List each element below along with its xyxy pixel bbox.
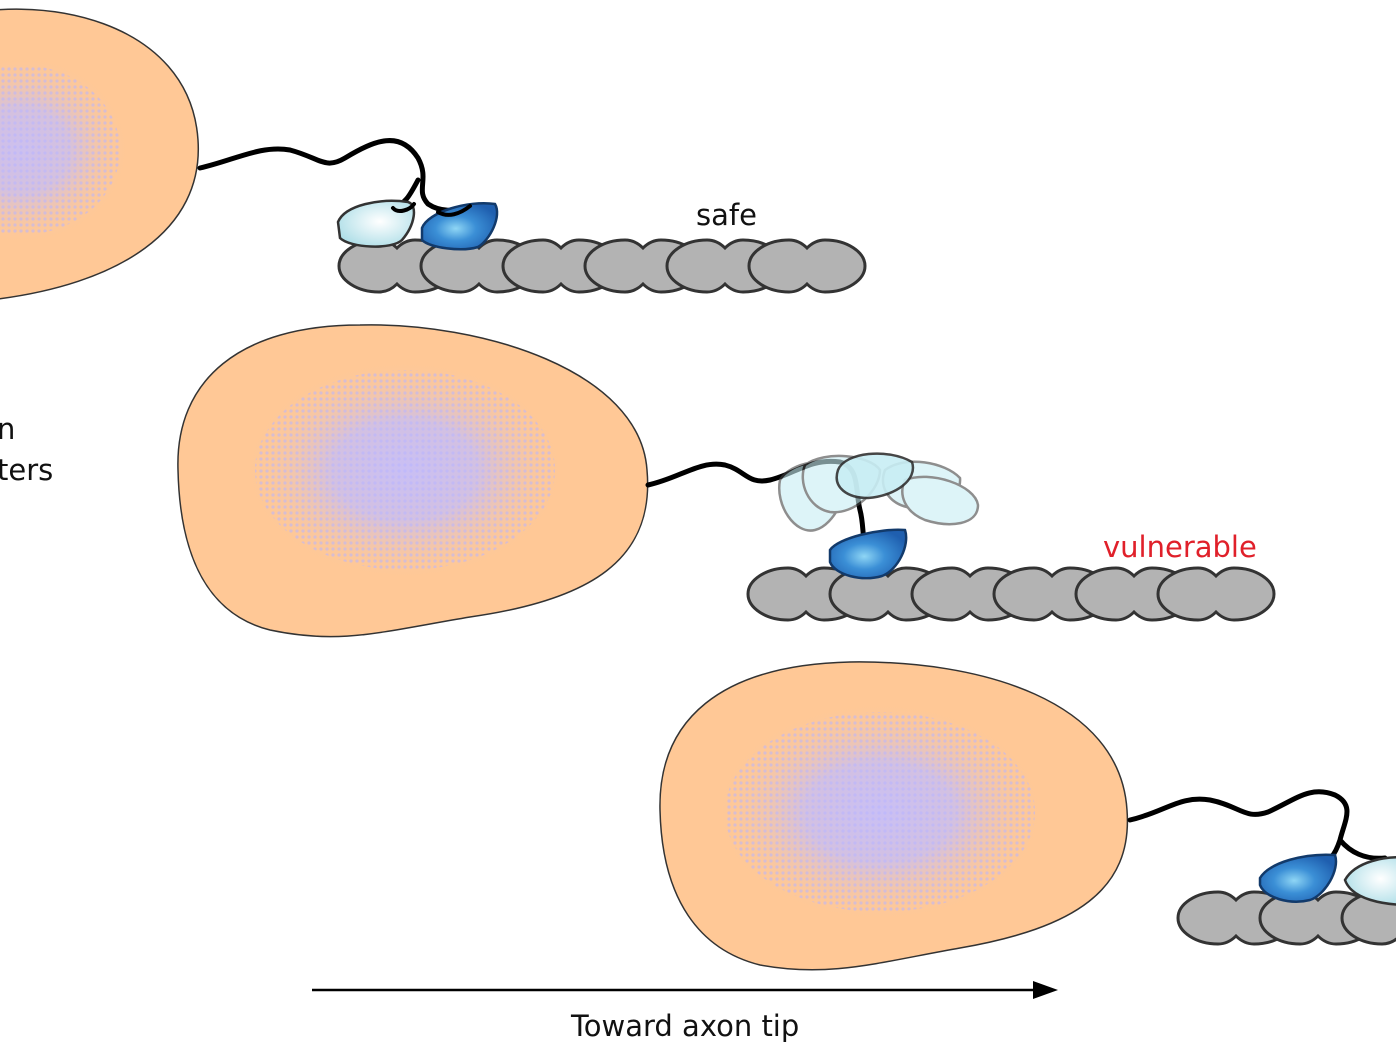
direction-label: Toward axon tip [570,1009,799,1043]
left-fragment-line1: n [0,412,15,446]
motor-head-free-2 [835,452,915,500]
microtubule-1 [337,238,867,294]
vulnerable-label: vulnerable [1103,530,1257,564]
tether-1 [197,138,473,213]
microtubule-2 [746,566,1276,622]
motor-head-bound-2 [828,528,908,580]
cargo-vesicle-2 [177,324,649,638]
motor-head-free-3 [1343,856,1396,906]
left-fragment-line2: ters [0,453,53,487]
motor-head-free-1 [336,199,416,248]
motor-head-bound-3 [1258,853,1338,903]
tether-3 [1127,789,1388,865]
cargo-vesicle-3 [659,661,1129,971]
cargo-vesicle-1 [0,8,199,300]
direction-arrow [312,981,1058,999]
safe-label: safe [696,198,757,232]
